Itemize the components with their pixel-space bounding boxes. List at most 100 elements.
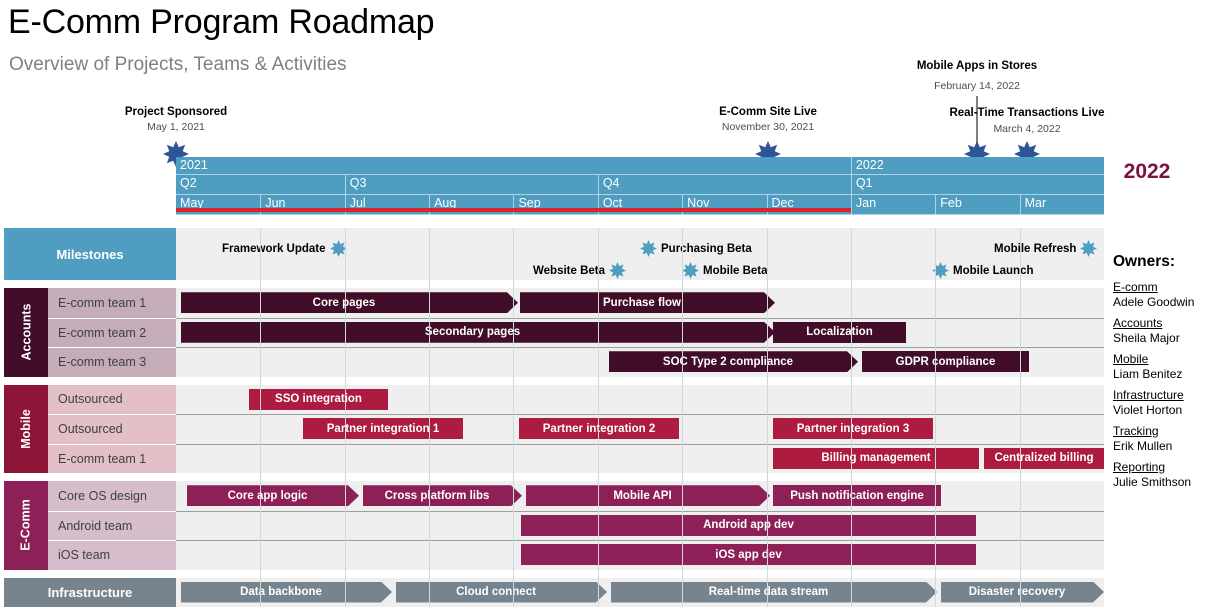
grid-line	[1019, 228, 1021, 607]
timeline-quarter-cell: Q1	[850, 175, 1104, 195]
milestone-marker-icon[interactable]	[640, 240, 657, 257]
owner-group: Tracking	[1113, 424, 1159, 438]
timeline-right-year: 2022	[1123, 160, 1171, 183]
gantt-bar[interactable]: Billing management	[773, 447, 979, 469]
row-label: E-comm team 1	[48, 443, 176, 473]
gantt-bar[interactable]: Data backbone	[181, 582, 392, 603]
milestone-callout-label: E-Comm Site Live	[719, 106, 817, 118]
milestone-entry[interactable]: Mobile Beta	[682, 262, 768, 279]
timeline-month-cell: Nov	[682, 195, 766, 215]
gantt-bar[interactable]: Core app logic	[187, 485, 359, 506]
owner-group: E-comm	[1113, 280, 1158, 294]
gantt-bar[interactable]: Cloud connect	[396, 582, 607, 603]
group-label-text: E-Comm	[19, 499, 33, 551]
owner-name: Julie Smithson	[1113, 475, 1192, 489]
milestone-entry[interactable]: Framework Update	[222, 240, 347, 257]
timeline-separator	[176, 214, 1104, 215]
gantt-bar[interactable]: iOS app dev	[521, 544, 976, 566]
milestone-entry[interactable]: Mobile Refresh	[994, 240, 1098, 257]
milestone-marker-icon[interactable]	[609, 262, 627, 279]
grid-line	[344, 228, 346, 607]
gantt-bar[interactable]: Partner integration 1	[303, 418, 463, 440]
milestone-entry[interactable]: Mobile Launch	[932, 262, 1034, 279]
milestone-entry[interactable]: Purchasing Beta	[640, 240, 752, 257]
milestone-entry[interactable]: Website Beta	[533, 262, 627, 279]
gantt-bar[interactable]: Partner integration 3	[773, 418, 933, 440]
owner-name: Sheila Major	[1113, 331, 1180, 345]
owner-name: Adele Goodwin	[1113, 295, 1195, 309]
gantt-bar[interactable]: SOC Type 2 compliance	[609, 351, 858, 372]
gantt-bar[interactable]: Disaster recovery	[941, 582, 1104, 603]
gantt-bar[interactable]: Real-time data stream	[611, 582, 937, 603]
row-label: Outsourced	[48, 384, 176, 414]
gantt-bar[interactable]: Push notification engine	[773, 485, 941, 507]
gantt-bar[interactable]: Core pages	[181, 292, 518, 313]
milestones-row-header: Milestones	[4, 228, 176, 280]
owner-name: Erik Mullen	[1113, 439, 1173, 453]
progress-line	[176, 208, 851, 212]
gantt-bar[interactable]: GDPR compliance	[862, 351, 1029, 373]
grid-line	[766, 228, 768, 607]
gantt-bar[interactable]: Secondary pages	[181, 322, 775, 343]
milestone-leader-line	[976, 96, 978, 146]
grid-line	[513, 228, 515, 607]
timeline-separator	[176, 194, 1104, 195]
grid-line	[682, 228, 684, 607]
owner-group: Reporting	[1113, 460, 1166, 474]
timeline-quarter-cell: Q4	[597, 175, 851, 195]
owners-title: Owners:	[1113, 253, 1176, 270]
grid-line	[597, 228, 599, 607]
row-label: Core OS design	[48, 481, 176, 511]
milestone-label: Mobile Beta	[703, 264, 768, 277]
gantt-bar[interactable]: Localization	[773, 321, 906, 343]
milestone-callout-label: Project Sponsored	[124, 106, 228, 118]
page-subtitle: Overview of Projects, Teams & Activities	[9, 54, 347, 75]
timeline-month-cell: Mar	[1019, 195, 1104, 215]
timeline-year-cell: 2022	[850, 157, 1104, 175]
timeline-separator	[176, 174, 1104, 175]
milestone-marker-icon[interactable]	[329, 240, 347, 257]
milestone-label: Mobile Launch	[953, 264, 1034, 277]
grid-line	[850, 228, 852, 607]
grid-line	[429, 228, 431, 607]
infrastructure-header: Infrastructure	[4, 577, 176, 607]
milestones-band	[176, 228, 1104, 280]
milestone-label: Website Beta	[533, 264, 606, 277]
group-label: Accounts	[4, 288, 48, 377]
milestone-marker-icon[interactable]	[682, 262, 699, 279]
grid-line	[935, 228, 937, 607]
page-title: E-Comm Program Roadmap	[8, 3, 435, 41]
timeline-month-cell: Sep	[513, 195, 597, 215]
owner-group: Mobile	[1113, 352, 1149, 366]
gantt-bar[interactable]: Mobile API	[526, 485, 770, 506]
milestone-marker-icon[interactable]	[1080, 240, 1098, 257]
row-label: E-comm team 2	[48, 317, 176, 347]
timeline-month-cell: Aug	[429, 195, 513, 215]
gantt-bar[interactable]: Partner integration 2	[519, 418, 679, 440]
gantt-bar[interactable]: Purchase flow	[520, 292, 775, 313]
gantt-bar[interactable]: Centralized billing	[984, 447, 1104, 469]
gantt-bar[interactable]: SSO integration	[249, 388, 388, 410]
group-label-text: Mobile	[19, 408, 33, 449]
milestone-label: Mobile Refresh	[994, 242, 1077, 255]
row-label: Outsourced	[48, 414, 176, 444]
gantt-bar[interactable]: Cross platform libs	[363, 485, 522, 506]
timeline-month-cell: Oct	[597, 195, 682, 215]
gantt-bar[interactable]: Android app dev	[521, 514, 976, 536]
milestone-label: Purchasing Beta	[661, 242, 752, 255]
group-label: Mobile	[4, 384, 48, 473]
owner-group: Infrastructure	[1113, 388, 1184, 402]
timeline-month-cell: Jan	[850, 195, 935, 215]
